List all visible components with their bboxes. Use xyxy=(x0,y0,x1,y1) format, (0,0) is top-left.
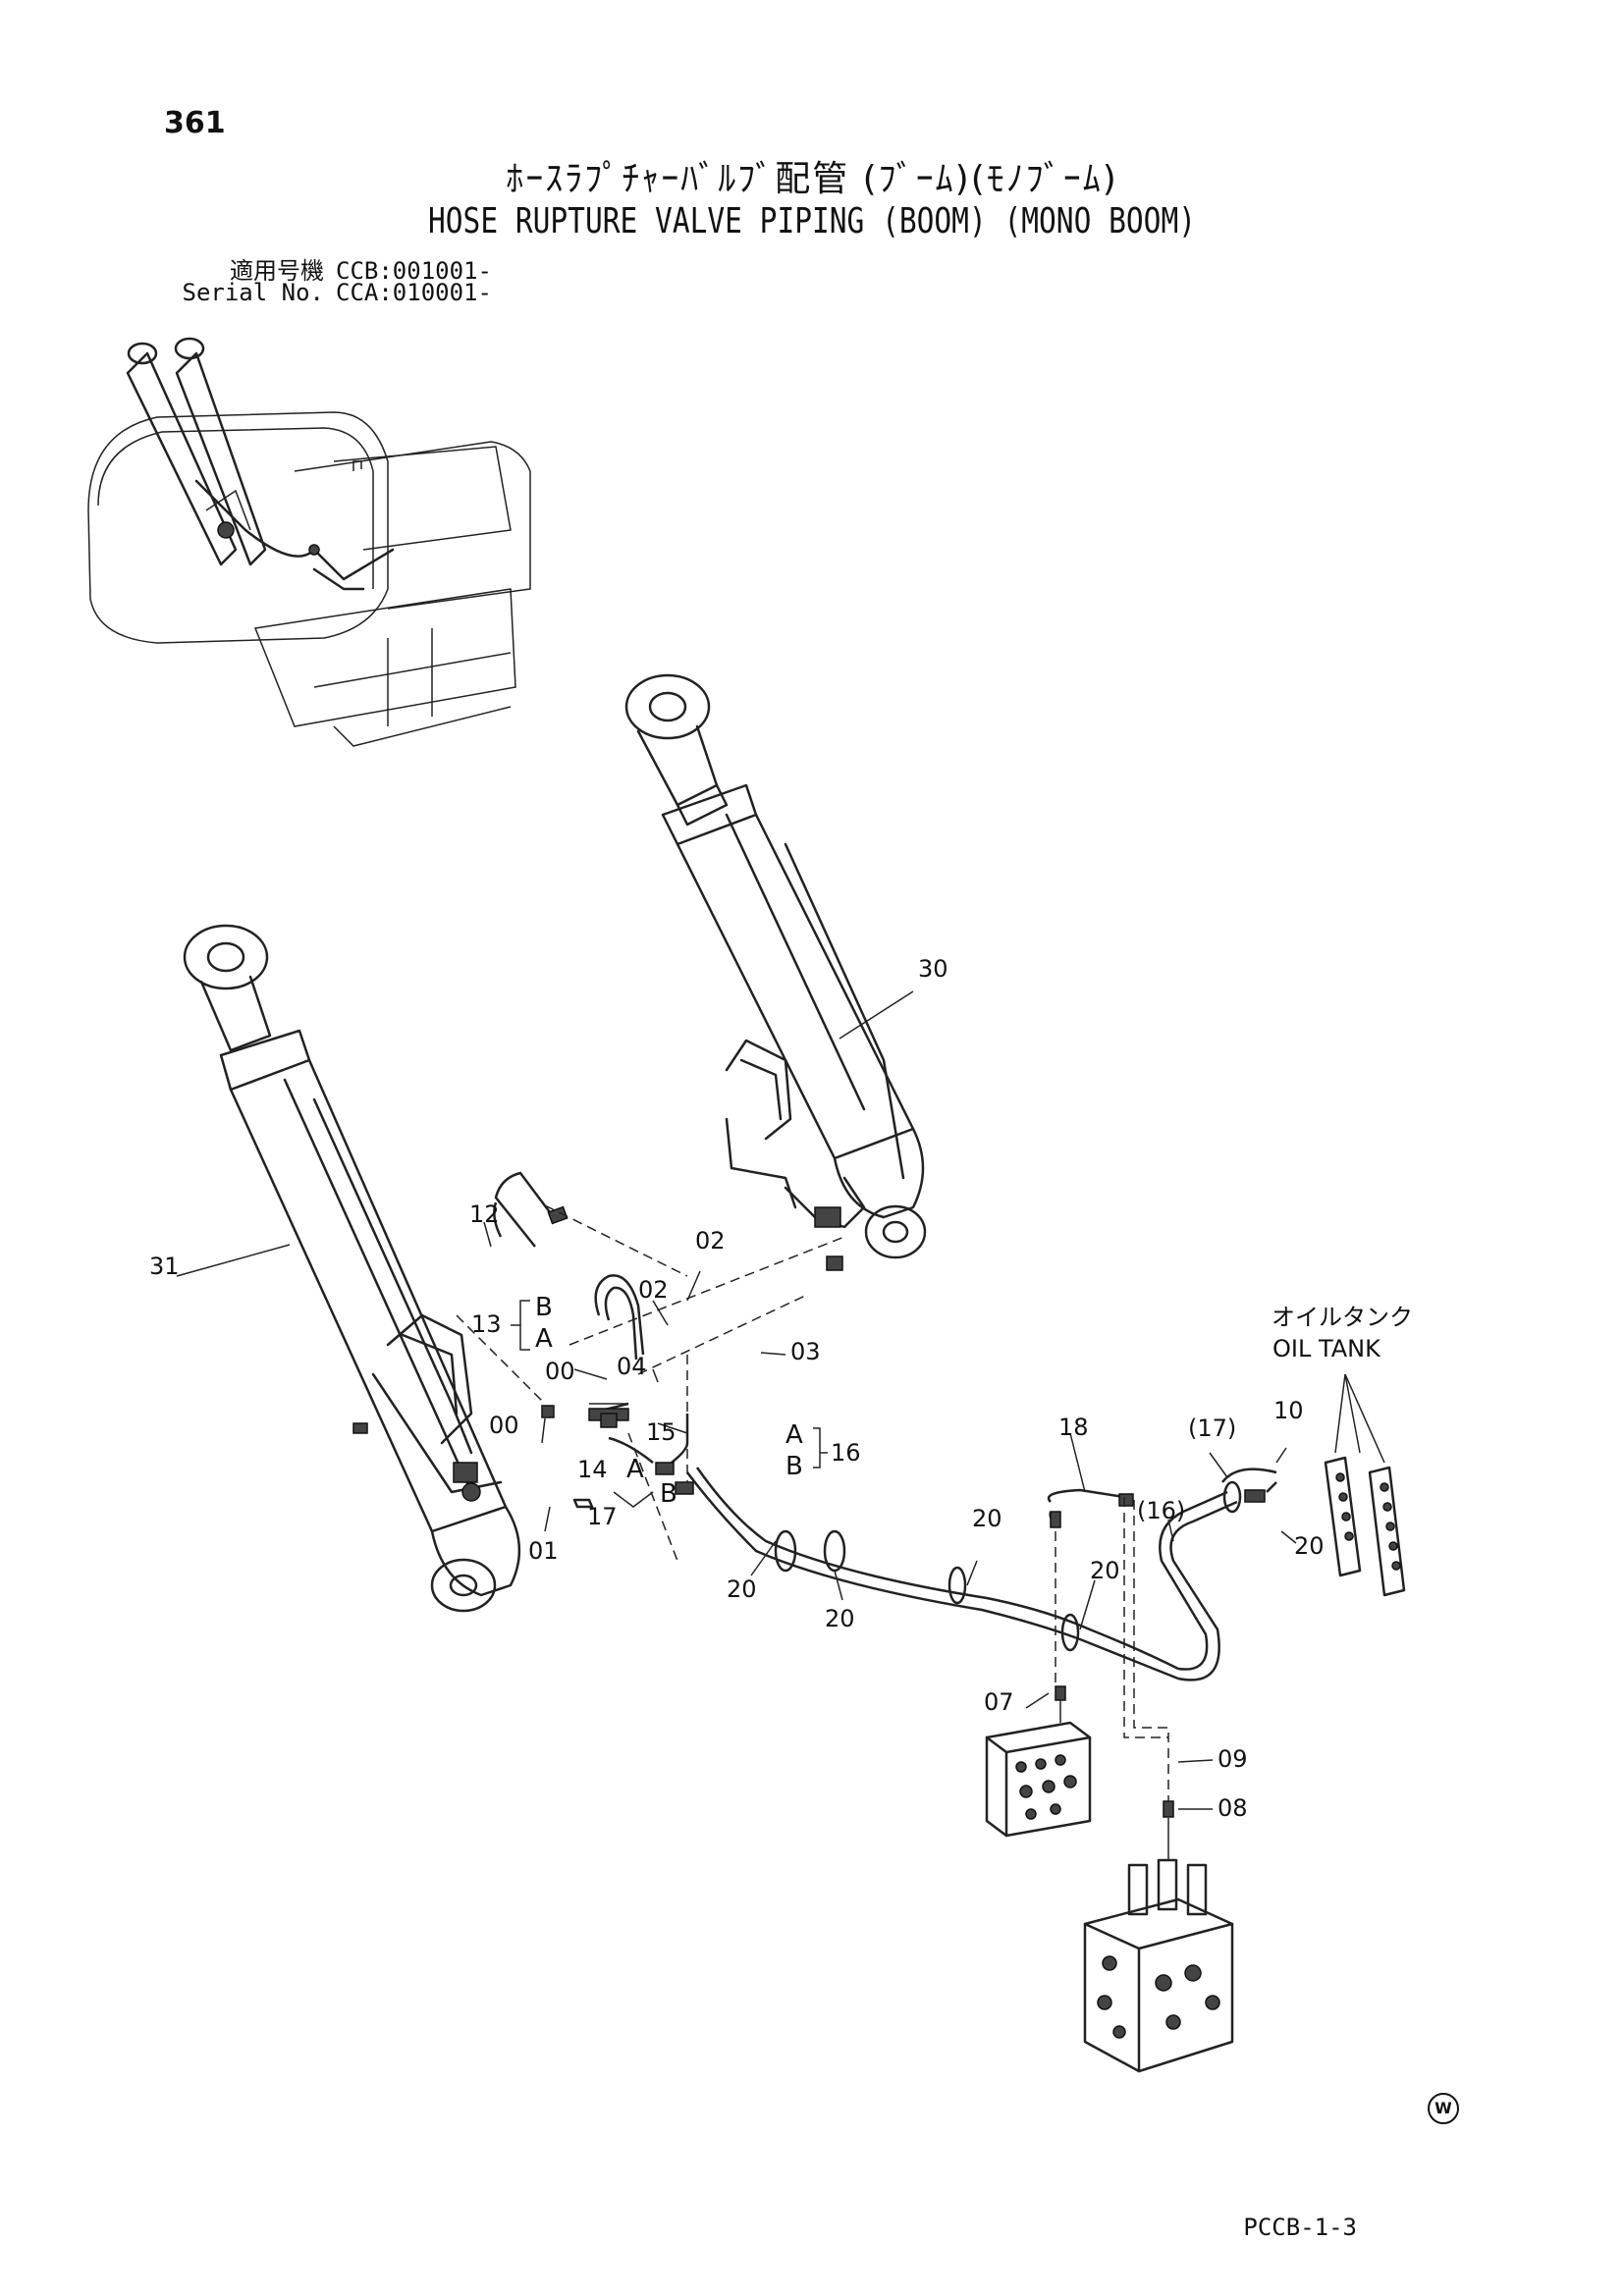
boom-cylinder-30 xyxy=(624,673,927,1271)
callout-00-lower: 00 xyxy=(489,1412,519,1439)
title-japanese: ﾎｰｽﾗﾌﾟﾁｬｰﾊﾞﾙﾌﾞ配管 (ﾌﾞｰﾑ)(ﾓﾉﾌﾞｰﾑ) xyxy=(506,159,1118,199)
callout-09: 09 xyxy=(1218,1745,1248,1773)
callout-16-ref: (16) xyxy=(1137,1497,1185,1524)
callout-15: 15 xyxy=(646,1418,677,1446)
callout-14: 14 xyxy=(577,1456,608,1483)
callout-16: 16 xyxy=(831,1439,861,1467)
callout-07: 07 xyxy=(984,1688,1014,1716)
excavator-overview-drawing xyxy=(87,337,531,747)
callout-17-ref: (17) xyxy=(1188,1415,1236,1442)
page-number: 361 xyxy=(164,106,226,140)
serial-value: CCA:010001- xyxy=(336,279,492,306)
callout-01: 01 xyxy=(528,1537,559,1565)
callout-03: 03 xyxy=(790,1338,821,1365)
callout-16-b: B xyxy=(785,1452,803,1481)
callout-17-b: B xyxy=(660,1479,677,1509)
title-english: HOSE RUPTURE VALVE PIPING (BOOM) (MONO B… xyxy=(428,201,1196,241)
callout-08: 08 xyxy=(1218,1794,1248,1822)
drawing-code: PCCB-1-3 xyxy=(1243,2214,1357,2241)
callout-13-b: B xyxy=(535,1293,553,1322)
callout-00-upper: 00 xyxy=(545,1358,575,1385)
callout-30: 30 xyxy=(918,955,948,983)
callout-17: 17 xyxy=(587,1503,618,1530)
callout-31: 31 xyxy=(149,1253,180,1280)
callout-20-right: 20 xyxy=(1090,1557,1120,1584)
callout-20-mid: 20 xyxy=(972,1505,1002,1532)
callout-20-lower: 20 xyxy=(825,1605,855,1632)
serial-row: Serial No. CCA:010001- xyxy=(157,279,492,306)
applicable-value: CCB:001001- xyxy=(336,257,492,285)
control-valve-small xyxy=(985,1685,1092,1838)
leader-lines xyxy=(176,990,1297,1810)
callout-20-left: 20 xyxy=(727,1575,757,1603)
main-control-valve xyxy=(1083,1800,1234,2073)
callout-02-lower: 02 xyxy=(638,1276,669,1304)
callout-13-a: A xyxy=(535,1324,553,1354)
callout-04: 04 xyxy=(617,1353,647,1380)
callout-17-a: A xyxy=(626,1455,644,1484)
applicable-label: 適用号機 xyxy=(230,257,324,285)
callout-20-tank: 20 xyxy=(1294,1532,1325,1560)
callout-10: 10 xyxy=(1273,1397,1304,1424)
callout-02-upper: 02 xyxy=(695,1227,726,1255)
reference-lines xyxy=(456,1204,1169,1801)
callout-16-a: A xyxy=(785,1420,803,1450)
callout-18: 18 xyxy=(1058,1414,1089,1441)
callout-13: 13 xyxy=(471,1310,502,1338)
boom-cylinder-31 xyxy=(183,924,521,1613)
serial-label: Serial No. xyxy=(182,279,325,306)
applicable-machine-row: 適用号機 CCB:001001- xyxy=(157,251,492,286)
callout-labels: 30 31 12 02 02 13 B A 00 04 03 00 15 14 … xyxy=(149,955,1413,1822)
hose-routing xyxy=(493,1171,1277,1682)
w-mark-icon: W xyxy=(1428,2093,1459,2124)
oil-tank-label-en: OIL TANK xyxy=(1272,1335,1381,1362)
callout-12: 12 xyxy=(469,1201,500,1228)
oil-tank-label-jp: オイルタンク xyxy=(1272,1304,1413,1331)
oil-tank-port-plate xyxy=(1324,1373,1406,1597)
